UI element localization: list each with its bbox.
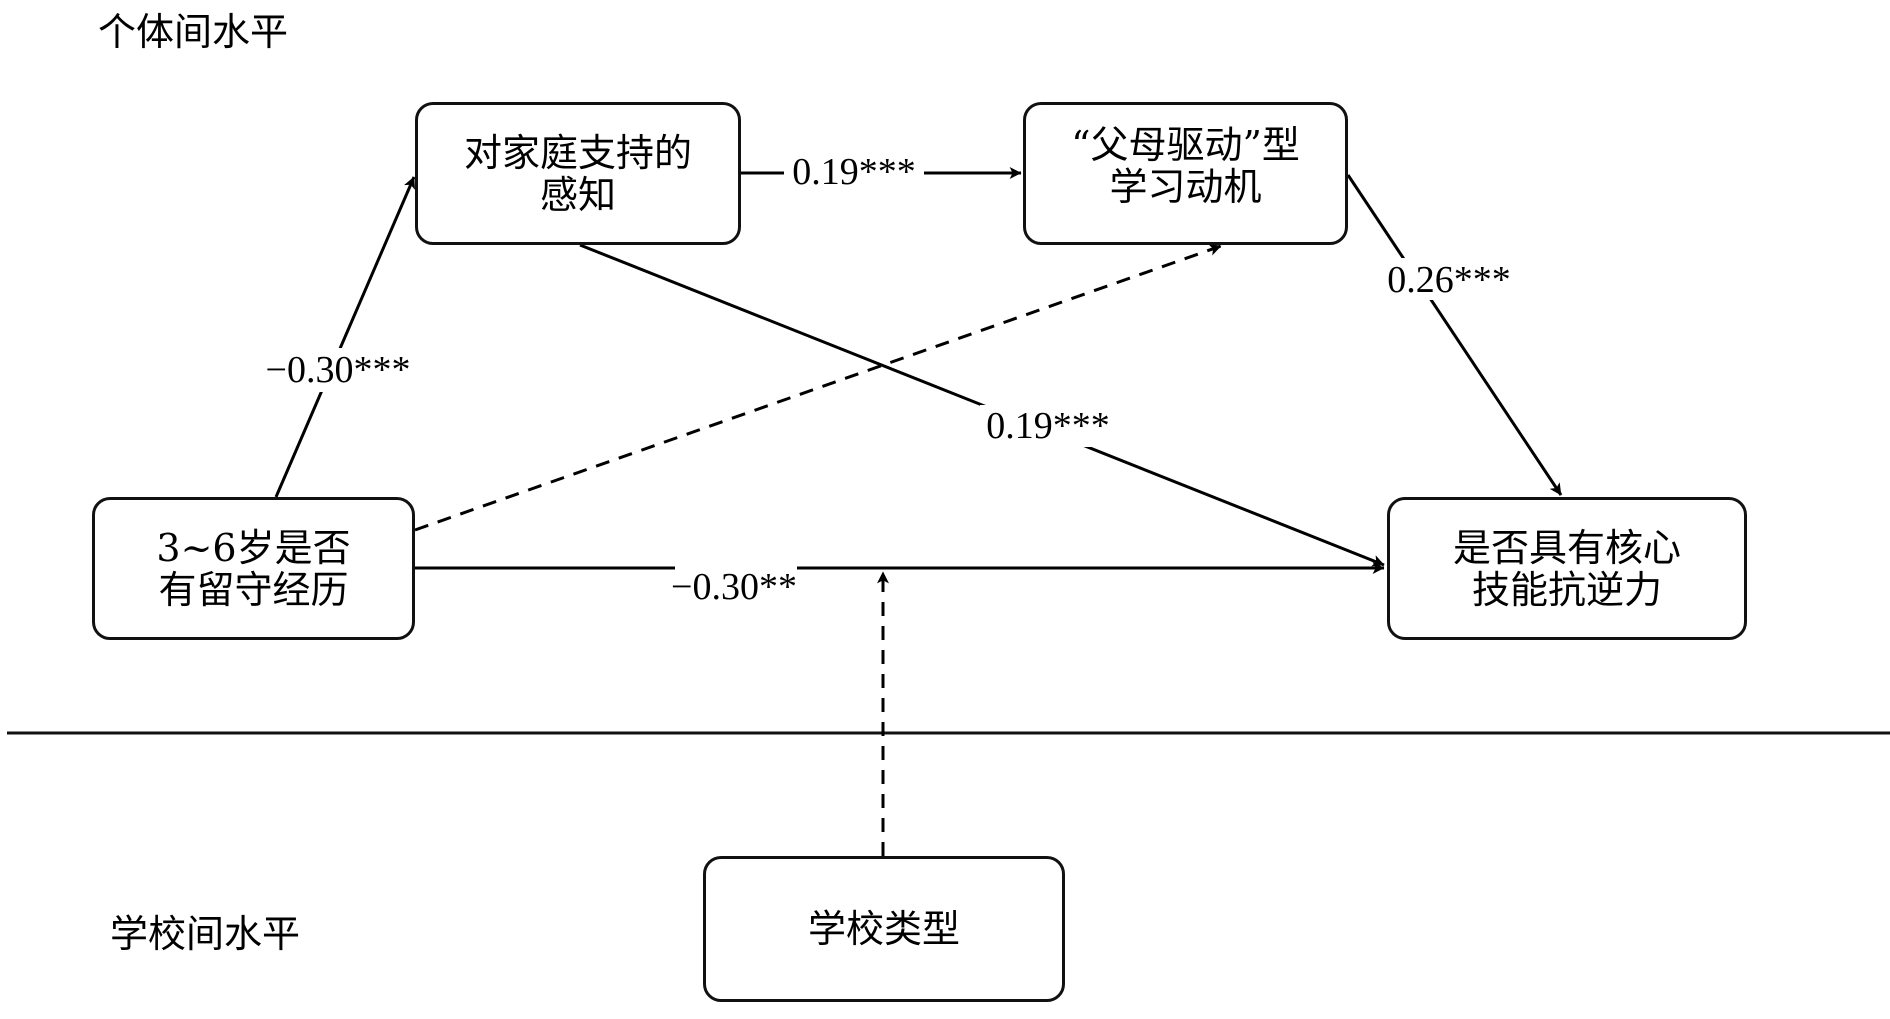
node-parent-driven-line2: 学习动机: [1109, 164, 1262, 209]
node-family-support-line1: 对家庭支持的: [463, 130, 692, 175]
edge-label-leftbehind-resilience: −0.30**: [671, 566, 797, 608]
node-parent-driven: “父母驱动”型 学习动机: [1023, 102, 1348, 245]
node-left-behind: 3~6岁是否 有留守经历: [92, 497, 415, 640]
node-resilience-line2: 技能抗逆力: [1471, 567, 1662, 612]
edge-label-familysupport-resilience: 0.19***: [986, 405, 1110, 447]
node-family-support: 对家庭支持的 感知: [415, 102, 741, 245]
school-level-label: 学校间水平: [110, 912, 301, 956]
edge-label-leftbehind-familysupport: −0.30***: [265, 349, 411, 391]
edge-parentdriven-to-resilience: [1346, 174, 1563, 496]
node-school-type: 学校类型: [703, 856, 1065, 1002]
edge-label-familysupport-parentdriven: 0.19***: [792, 151, 916, 193]
individual-level-label: 个体间水平: [98, 10, 289, 54]
node-resilience: 是否具有核心 技能抗逆力: [1387, 497, 1747, 640]
node-school-type-label: 学校类型: [807, 907, 960, 951]
edge-leftbehind-to-familysupport: [274, 176, 416, 498]
node-family-support-line2: 感知: [539, 172, 616, 217]
node-left-behind-line1: 3~6岁是否: [156, 525, 351, 570]
node-left-behind-line2: 有留守经历: [158, 567, 349, 612]
edge-leftbehind-to-parentdriven-dashed: [414, 244, 1222, 532]
edge-label-parentdriven-resilience: 0.26***: [1387, 259, 1511, 301]
node-parent-driven-line1: “父母驱动”型: [1071, 122, 1300, 167]
node-resilience-line1: 是否具有核心: [1452, 525, 1681, 570]
